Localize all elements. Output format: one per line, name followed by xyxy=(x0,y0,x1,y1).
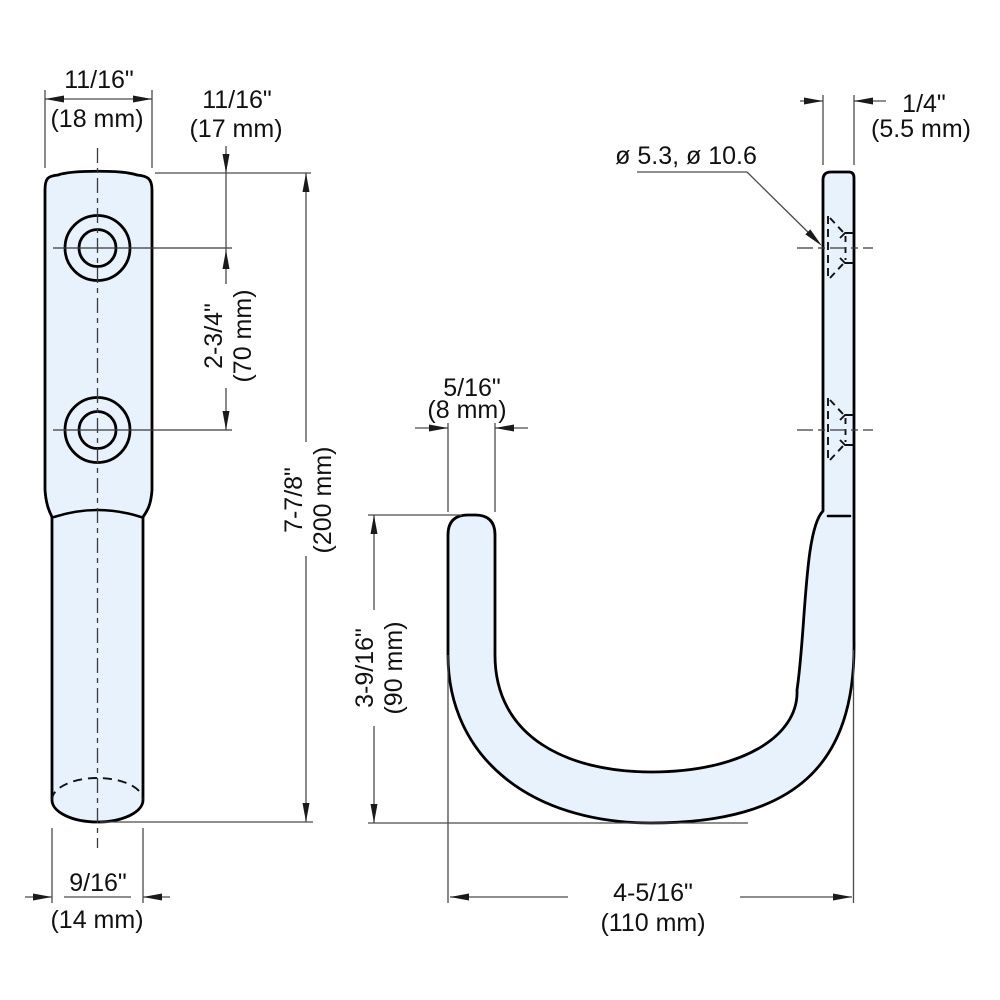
dim-plate-width: 11/16" (18 mm) xyxy=(44,66,153,168)
countersink-edge-tick xyxy=(839,439,854,446)
arrowhead-up xyxy=(370,515,378,534)
dim-text-mm: (200 mm) xyxy=(309,447,337,554)
arrowhead-down xyxy=(222,154,230,173)
arrowhead-down xyxy=(370,804,378,823)
rotated-label: 7-7/8" (200 mm) xyxy=(280,447,337,554)
dim-text-mm: (17 mm) xyxy=(189,115,282,143)
arrowhead-left xyxy=(854,97,873,105)
front-plate-and-rod-outline xyxy=(43,169,154,824)
arrowhead-down xyxy=(302,803,310,822)
dim-top-hole-offset: 11/16" (17 mm) xyxy=(155,86,311,284)
dim-text-inch: 2-3/4" xyxy=(200,303,228,369)
dim-text-mm: (70 mm) xyxy=(229,289,257,382)
leader-line xyxy=(746,171,819,243)
arrowhead-up xyxy=(302,173,310,192)
label-hole-diameters: ø 5.3, ø 10.6 xyxy=(615,142,822,246)
dim-hole-spacing: 2-3/4" (70 mm) xyxy=(200,289,257,430)
dim-text-mm: (8 mm) xyxy=(427,396,506,424)
dim-text-inch: 4-5/16" xyxy=(613,879,693,907)
countersink-edge-tick xyxy=(839,414,854,421)
side-hole-bottom-hidden-detail xyxy=(797,398,873,462)
dim-plate-thickness: 1/4" (5.5 mm) xyxy=(800,90,971,165)
arrowhead-right xyxy=(33,893,52,901)
dim-text-inch: 11/16" xyxy=(202,86,272,114)
dim-hook-overall-width: 4-5/16" (110 mm) xyxy=(447,650,855,937)
hidden-countersink-upper xyxy=(829,399,844,415)
dim-hook-inner-depth: 3-9/16" (90 mm) xyxy=(351,514,748,824)
arrowhead-left xyxy=(450,893,469,901)
dim-text-mm: (90 mm) xyxy=(380,621,408,714)
arrowhead-left xyxy=(143,893,162,901)
arrowhead-right xyxy=(833,893,852,901)
arrowhead-right xyxy=(429,424,448,432)
hidden-countersink-lower xyxy=(829,445,844,461)
hidden-countersink-upper xyxy=(829,217,844,233)
front-view xyxy=(43,148,232,848)
side-hole-top-hidden-detail xyxy=(797,216,873,280)
front-rod-end-hidden-arc xyxy=(51,777,144,801)
dim-overall-length: 7-7/8" (200 mm) xyxy=(100,173,337,823)
dim-text-inch: 3-9/16" xyxy=(351,628,379,708)
hole-diameter-note: ø 5.3, ø 10.6 xyxy=(615,142,757,170)
dim-text-inch: 9/16" xyxy=(69,869,127,897)
dim-hook-tip-thickness: 5/16" (8 mm) xyxy=(415,374,528,512)
arrowhead-left xyxy=(495,424,514,432)
arrowhead-right xyxy=(133,95,152,103)
dim-text-mm: (110 mm) xyxy=(600,909,705,937)
dim-text-inch: 11/16" xyxy=(64,66,134,94)
arrowhead-down xyxy=(222,411,230,430)
dim-text-mm: (14 mm) xyxy=(50,906,143,934)
rotated-label: 3-9/16" (90 mm) xyxy=(351,621,408,714)
countersink-edge-tick xyxy=(839,232,854,239)
dim-text-mm: (18 mm) xyxy=(50,105,143,133)
hidden-countersink-lower xyxy=(829,263,844,279)
side-view xyxy=(446,170,873,825)
dim-text-inch: 7-7/8" xyxy=(280,467,308,533)
dim-text-inch: 5/16" xyxy=(443,374,501,402)
dim-rod-width: 9/16" (14 mm) xyxy=(25,828,170,934)
leader-arrowhead xyxy=(805,229,822,246)
rotated-label: 2-3/4" (70 mm) xyxy=(200,289,257,382)
dim-text-mm: (5.5 mm) xyxy=(871,115,971,143)
arrowhead-left xyxy=(45,95,64,103)
arrowhead-right xyxy=(804,97,823,105)
dim-text-inch: 1/4" xyxy=(902,90,946,118)
arrowhead-up xyxy=(222,250,230,269)
countersink-edge-tick xyxy=(839,257,854,264)
side-hook-outline xyxy=(446,170,856,825)
